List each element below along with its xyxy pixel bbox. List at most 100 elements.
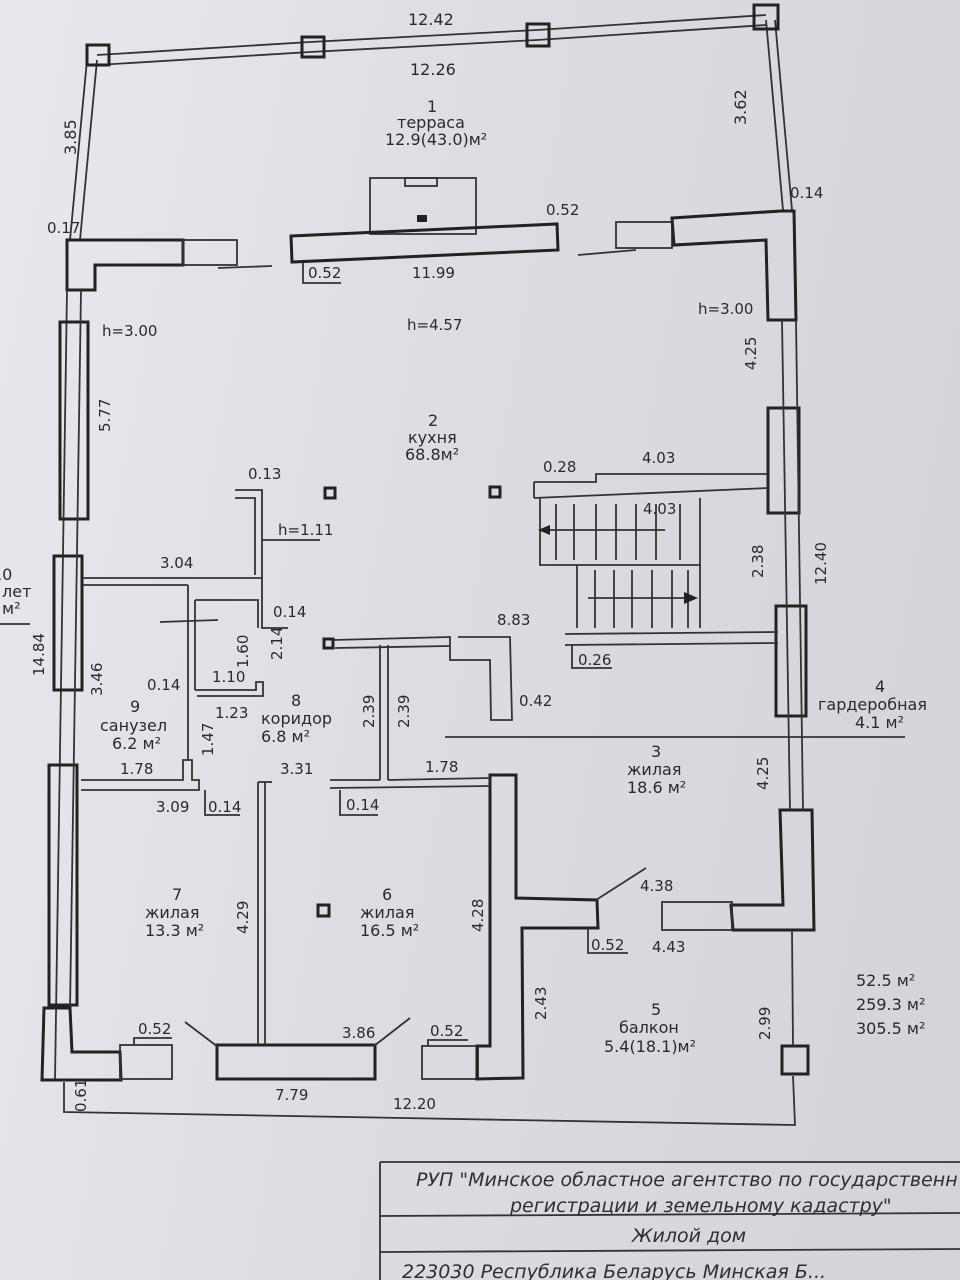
- room-9-name: санузел: [100, 716, 167, 735]
- dim-0-17: 0.17: [47, 219, 80, 237]
- dim-1-23: 1.23: [215, 704, 248, 722]
- dim-3-86: 3.86: [342, 1024, 375, 1042]
- dim-0-13: 0.13: [248, 465, 281, 483]
- dim-4-25-right: 4.25: [742, 337, 760, 370]
- dim-0-61: 0.61: [72, 1079, 90, 1112]
- height-4-57: h=4.57: [407, 316, 462, 334]
- room-3-area: 18.6 м²: [627, 778, 686, 797]
- dim-4-25-b: 4.25: [754, 757, 772, 790]
- room-5-name: балкон: [619, 1018, 679, 1037]
- total-area-1: 52.5 м²: [856, 971, 915, 990]
- room-6-name: жилая: [360, 903, 414, 922]
- title-block: РУП "Минское областное агентство по госу…: [379, 1161, 960, 1280]
- dim-left-terrace: 3.85: [61, 119, 80, 155]
- dim-4-03-a: 4.03: [642, 449, 675, 467]
- dim-2-43: 2.43: [532, 987, 550, 1020]
- outer-walls: [40, 209, 816, 1126]
- dim-0-52-a: 0.52: [546, 201, 579, 219]
- dim-top-inner: 12.26: [410, 60, 456, 79]
- dim-1-47: 1.47: [199, 723, 217, 756]
- dim-0-14-c: 0.14: [208, 798, 241, 816]
- room-1-area: 12.9(43.0)м²: [385, 130, 487, 149]
- dim-0-26: 0.26: [578, 651, 611, 669]
- room-4-area: 4.1 м²: [855, 713, 904, 732]
- dim-2-38: 2.38: [749, 545, 767, 578]
- terrace-outline: [69, 3, 793, 241]
- dim-0-52-b: 0.52: [308, 264, 341, 282]
- total-area-2: 259.3 м²: [856, 995, 925, 1014]
- dim-0-14-d: 0.14: [346, 796, 379, 814]
- height-3-00-right: h=3.00: [698, 300, 753, 318]
- total-area-3: 305.5 м²: [856, 1019, 925, 1038]
- height-3-00-left: h=3.00: [102, 322, 157, 340]
- room-7-area: 13.3 м²: [145, 921, 204, 940]
- room-10-number: 10: [0, 565, 12, 584]
- dim-3-31: 3.31: [280, 760, 313, 778]
- room-5-area: 5.4(18.1)м²: [604, 1037, 696, 1056]
- room-8-name: коридор: [261, 709, 332, 728]
- room-1-number: 1: [427, 97, 437, 116]
- dim-0-42: 0.42: [519, 692, 552, 710]
- dim-5-77: 5.77: [96, 399, 114, 432]
- room-7-name: жилая: [145, 903, 199, 922]
- room-8-area: 6.8 м²: [261, 727, 310, 746]
- room-9-area: 6.2 м²: [112, 734, 161, 753]
- room-9-number: 9: [130, 697, 140, 716]
- dim-right-terrace: 3.62: [731, 89, 750, 125]
- dim-1-60: 1.60: [234, 635, 252, 668]
- area-totals: 52.5 м² 259.3 м² 305.5 м²: [856, 971, 925, 1038]
- dim-top-outer: 12.42: [408, 10, 454, 29]
- room-2-area: 68.8м²: [405, 445, 459, 464]
- room-3-name: жилая: [627, 760, 681, 779]
- height-1-11: h=1.11: [278, 521, 333, 539]
- room-7-number: 7: [172, 885, 182, 904]
- dim-12-40: 12.40: [812, 542, 830, 585]
- staircase: [533, 473, 779, 669]
- dim-14-84: 14.84: [30, 633, 48, 676]
- dim-3-04: 3.04: [160, 554, 193, 572]
- dim-11-99: 11.99: [412, 264, 455, 282]
- dim-4-43: 4.43: [652, 938, 685, 956]
- room-labels: 1 терраса 12.9(43.0)м² 2 кухня 68.8м² 3 …: [0, 97, 927, 1056]
- dim-8-83: 8.83: [497, 611, 530, 629]
- room-1-name: терраса: [397, 113, 465, 132]
- room-5-number: 5: [651, 1000, 661, 1019]
- dim-0-14-b: 0.14: [147, 676, 180, 694]
- dim-0-52-d: 0.52: [138, 1020, 171, 1038]
- dim-4-03-b: 4.03: [643, 500, 676, 518]
- dim-2-39-a: 2.39: [360, 695, 378, 728]
- stamp-agency-line2: регистрации и земельному кадастру": [509, 1195, 892, 1217]
- dim-0-28: 0.28: [543, 458, 576, 476]
- dim-2-39-b: 2.39: [395, 695, 413, 728]
- room-10-area: м²: [2, 599, 20, 618]
- dim-2-99: 2.99: [756, 1007, 774, 1040]
- dim-3-46: 3.46: [88, 663, 106, 696]
- dim-7-79: 7.79: [275, 1086, 308, 1104]
- dim-1-78-b: 1.78: [425, 758, 458, 776]
- stamp-agency-line1: РУП "Минское областное агентство по госу…: [416, 1169, 958, 1191]
- room-8-number: 8: [291, 691, 301, 710]
- room-4-name: гардеробная: [818, 695, 927, 714]
- room-6-number: 6: [382, 885, 392, 904]
- dim-4-38: 4.38: [640, 877, 673, 895]
- dim-1-10: 1.10: [212, 668, 245, 686]
- stamp-object-type: Жилой дом: [631, 1225, 746, 1247]
- room-2-number: 2: [428, 411, 438, 430]
- room-10-name: лет: [2, 582, 31, 601]
- room-6-area: 16.5 м²: [360, 921, 419, 940]
- dim-0-52-c: 0.52: [591, 936, 624, 954]
- dim-0-14-a: 0.14: [273, 603, 306, 621]
- interior-walls: [0, 485, 905, 1045]
- dimension-labels: 12.42 12.26 3.85 3.62 0.17 0.14 0.52 0.5…: [30, 10, 830, 1113]
- dim-4-28: 4.28: [469, 899, 487, 932]
- stamp-address: 223030 Республика Беларусь Минская Б...: [402, 1261, 826, 1280]
- room-2-name: кухня: [408, 428, 457, 447]
- dim-0-14-right: 0.14: [790, 184, 823, 202]
- room-4-number: 4: [875, 677, 885, 696]
- dim-12-20: 12.20: [393, 1095, 436, 1113]
- room-3-number: 3: [651, 742, 661, 761]
- dim-1-78-a: 1.78: [120, 760, 153, 778]
- dim-3-09: 3.09: [156, 798, 189, 816]
